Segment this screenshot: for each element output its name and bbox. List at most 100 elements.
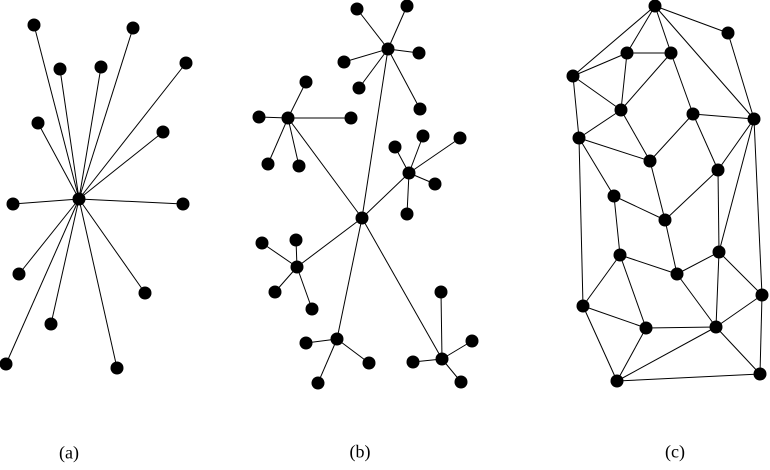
graph-node [613, 248, 627, 262]
graph-edge [717, 118, 755, 171]
graph-edge [317, 338, 338, 384]
graph-node [686, 107, 700, 121]
graph-edge [78, 62, 187, 200]
graph-edge [440, 291, 443, 360]
graph-edge [336, 338, 370, 364]
graph-node [400, 0, 414, 13]
graph-edge [654, 5, 755, 120]
graph-edge [649, 113, 694, 162]
graph-edge [718, 251, 763, 296]
graph-edge [78, 66, 102, 200]
graph-node [712, 245, 726, 259]
graph-edge [50, 198, 80, 325]
graph-edge [572, 52, 628, 77]
graph-node [362, 356, 376, 370]
graph-node [299, 75, 313, 89]
graph-edge [336, 217, 363, 340]
graph-edge [626, 5, 656, 54]
graph-edge [692, 113, 755, 120]
graph-node [711, 163, 725, 177]
graph-node [614, 103, 628, 117]
graph-edge [361, 217, 443, 360]
panel-label-a: (a) [59, 442, 79, 463]
graph-node [454, 375, 468, 389]
graph-edge [361, 48, 389, 219]
graph-edge [387, 5, 408, 50]
graph-edge [676, 251, 720, 275]
graph-edge [356, 8, 389, 50]
panel-label-b: (b) [349, 441, 371, 462]
graph-node [670, 267, 684, 281]
graph-node [179, 56, 193, 70]
graph-node [402, 166, 416, 180]
graph-node [156, 125, 170, 139]
graph-node [290, 260, 304, 274]
graph-node [416, 129, 430, 143]
graph-edge [578, 137, 584, 307]
graph-node [607, 189, 621, 203]
graph-node [44, 317, 58, 331]
graph-node [138, 286, 152, 300]
graph-edge [287, 117, 363, 219]
graph-node [268, 285, 282, 299]
graph-node [27, 18, 41, 32]
graph-edge [287, 81, 307, 119]
graph-edge [33, 24, 80, 200]
graph-edge [727, 32, 755, 120]
graph-node [755, 288, 769, 302]
graph-node [330, 332, 344, 346]
graph-edge [582, 254, 621, 307]
graph-node [289, 233, 303, 247]
graph-node [6, 197, 20, 211]
graph-edge [613, 195, 621, 256]
graph-node [381, 42, 395, 56]
graph-node [12, 267, 26, 281]
graph-node [453, 131, 467, 145]
graph-edge [718, 118, 755, 253]
graph-edge [654, 5, 672, 54]
graph-node [435, 352, 449, 366]
graph-edge [654, 5, 729, 34]
graph-node [413, 102, 427, 116]
graph-edge [753, 118, 763, 296]
graph-edge [572, 5, 656, 77]
graph-node [465, 334, 479, 348]
graph-edge [620, 52, 672, 111]
graph-node [352, 81, 366, 95]
graph-node [337, 55, 351, 69]
graph-node [110, 361, 124, 375]
graph-edge [267, 117, 289, 165]
graph-node [572, 131, 586, 145]
graph-edge [582, 305, 647, 329]
graph-node [350, 2, 364, 16]
graph-node [643, 154, 657, 168]
graph-node [281, 111, 295, 125]
graph-edge [676, 273, 717, 328]
graph-edge [578, 109, 622, 139]
graph-node [72, 192, 86, 206]
graph-node [252, 110, 266, 124]
graph-node [176, 197, 190, 211]
graph-panel-c [566, 0, 769, 388]
graph-node [412, 46, 426, 60]
graph-node [53, 62, 67, 76]
graph-edge [408, 135, 424, 174]
graph-edge [78, 198, 184, 205]
graph-node [355, 211, 369, 225]
graph-edge [670, 52, 694, 115]
graph-node [299, 336, 313, 350]
graph-node [344, 111, 358, 125]
graph-edge [692, 113, 719, 171]
graph-edge [343, 48, 389, 63]
graph-node [0, 357, 13, 371]
graph-edge [387, 48, 421, 110]
graph-node [709, 320, 723, 334]
graph-node [747, 112, 761, 126]
graph-edge [715, 326, 761, 375]
graph-node [305, 302, 319, 316]
graph-node [388, 140, 402, 154]
graph-node [255, 236, 269, 250]
graph-node [311, 376, 325, 390]
